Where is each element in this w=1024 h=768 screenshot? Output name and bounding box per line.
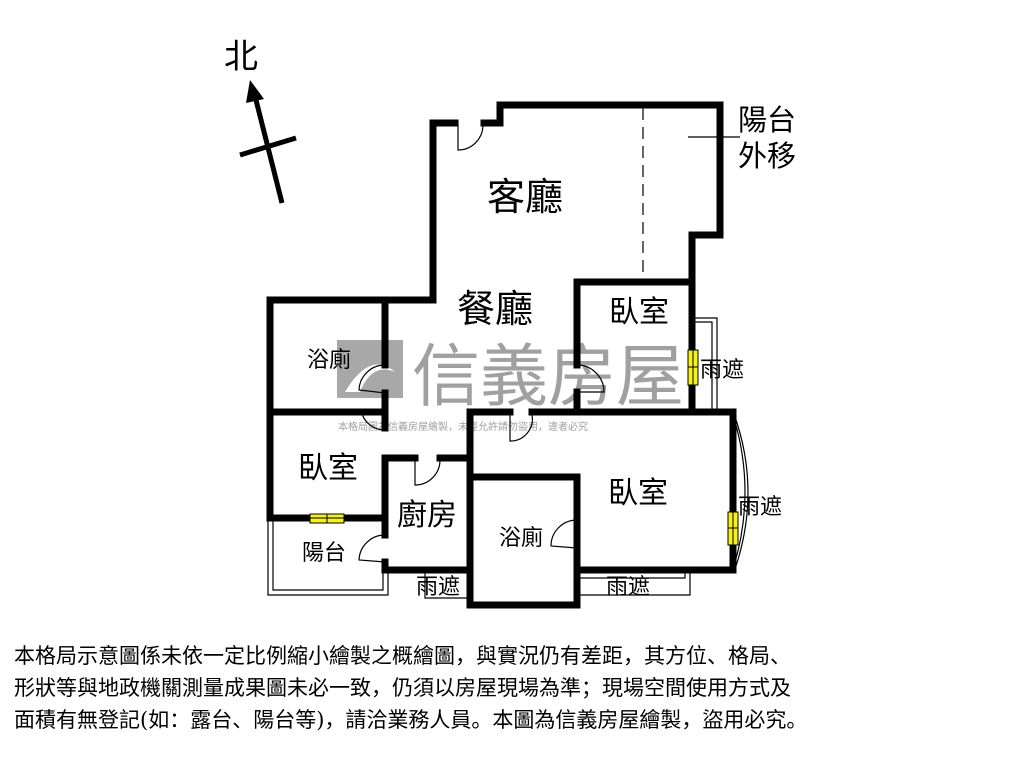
disclaimer-line: 本格局示意圖係未依一定比例縮小繪製之概繪圖，與實況仍有差距，其方位、格局、 [14, 644, 791, 668]
label-bedroom-left: 臥室 [298, 451, 358, 486]
room-labels: 客廳 餐廳 浴廁 臥室 臥室 臥室 廚房 浴廁 陽台 雨遮 雨遮 雨遮 雨遮 陽… [298, 103, 796, 600]
label-rain-cover-bottom-right: 雨遮 [606, 575, 650, 600]
label-rain-cover-right-upper: 雨遮 [700, 358, 744, 383]
label-living-room: 客廳 [487, 175, 563, 219]
compass-label: 北 [224, 37, 258, 77]
north-compass: 北 [224, 37, 297, 204]
floor-plan: 信義房屋 本格局圖為信義房屋繪製，未經允許請勿盜用，違者必究 [224, 37, 796, 609]
label-balcony: 陽台 [302, 541, 346, 566]
label-bedroom-upper: 臥室 [609, 295, 669, 330]
annotation-line-1: 陽台 [738, 103, 796, 137]
label-kitchen: 廚房 [397, 498, 457, 533]
disclaimer-line: 形狀等與地政機關測量成果圖未必一致，仍須以房屋現場為準；現場空間使用方式及 [14, 676, 791, 700]
watermark: 信義房屋 本格局圖為信義房屋繪製，未經允許請勿盜用，違者必究 [337, 338, 684, 433]
annotation-line-2: 外移 [738, 139, 796, 173]
windows [309, 349, 739, 546]
label-bathroom-center: 浴廁 [499, 526, 543, 551]
disclaimer: 本格局示意圖係未依一定比例縮小繪製之概繪圖，與實況仍有差距，其方位、格局、 形狀… [14, 640, 1014, 736]
label-rain-cover-bottom-left: 雨遮 [416, 575, 460, 600]
doors [358, 123, 605, 563]
watermark-brand: 信義房屋 [412, 338, 684, 417]
label-bedroom-lower-right: 臥室 [608, 476, 668, 511]
north-arrow-icon [246, 80, 264, 103]
label-dining-room: 餐廳 [457, 287, 533, 331]
disclaimer-line: 面積有無登記(如：露台、陽台等)，請洽業務人員。本圖為信義房屋繪製，盜用必究。 [14, 708, 808, 732]
watermark-notice: 本格局圖為信義房屋繪製，未經允許請勿盜用，違者必究 [338, 420, 588, 433]
rain-cover-outlines [267, 108, 749, 599]
label-rain-cover-right-lower: 雨遮 [738, 495, 782, 520]
label-bathroom-left: 浴廁 [307, 348, 351, 373]
